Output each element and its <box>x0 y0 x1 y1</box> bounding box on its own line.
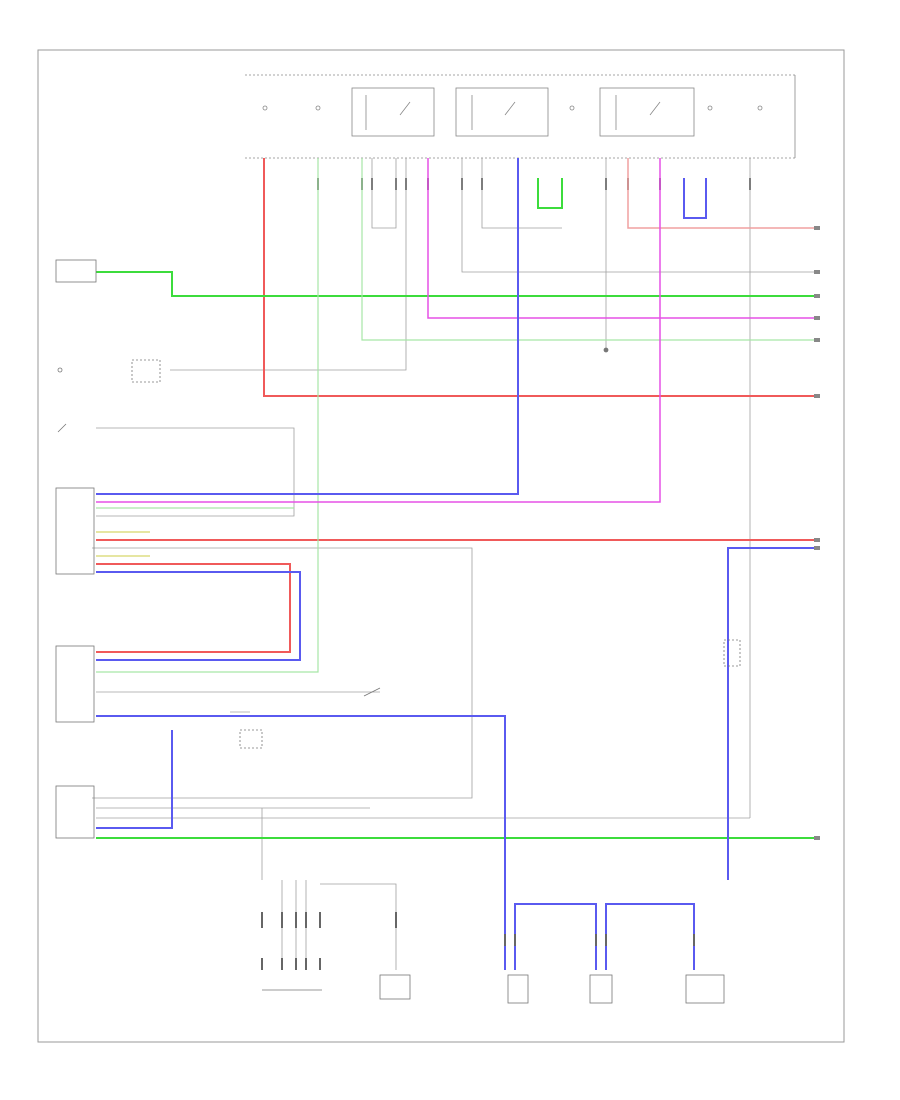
blue-wires <box>96 158 818 970</box>
magenta-wires <box>96 158 818 503</box>
yellow-wires <box>96 531 150 557</box>
connector-ticks <box>263 178 751 190</box>
red-wires <box>96 158 818 653</box>
right-terminals <box>814 226 820 840</box>
pale-red-wire <box>627 158 818 229</box>
left-modules <box>55 259 161 839</box>
gray-wires <box>92 158 818 970</box>
diagram-frame <box>37 49 845 1043</box>
bottom-components <box>262 974 725 1004</box>
bottom-connector-ticks <box>261 912 695 970</box>
top-relay-block <box>245 74 796 159</box>
light-green-wires <box>96 158 818 673</box>
switch-symbols <box>239 347 741 749</box>
green-wires <box>96 178 818 839</box>
